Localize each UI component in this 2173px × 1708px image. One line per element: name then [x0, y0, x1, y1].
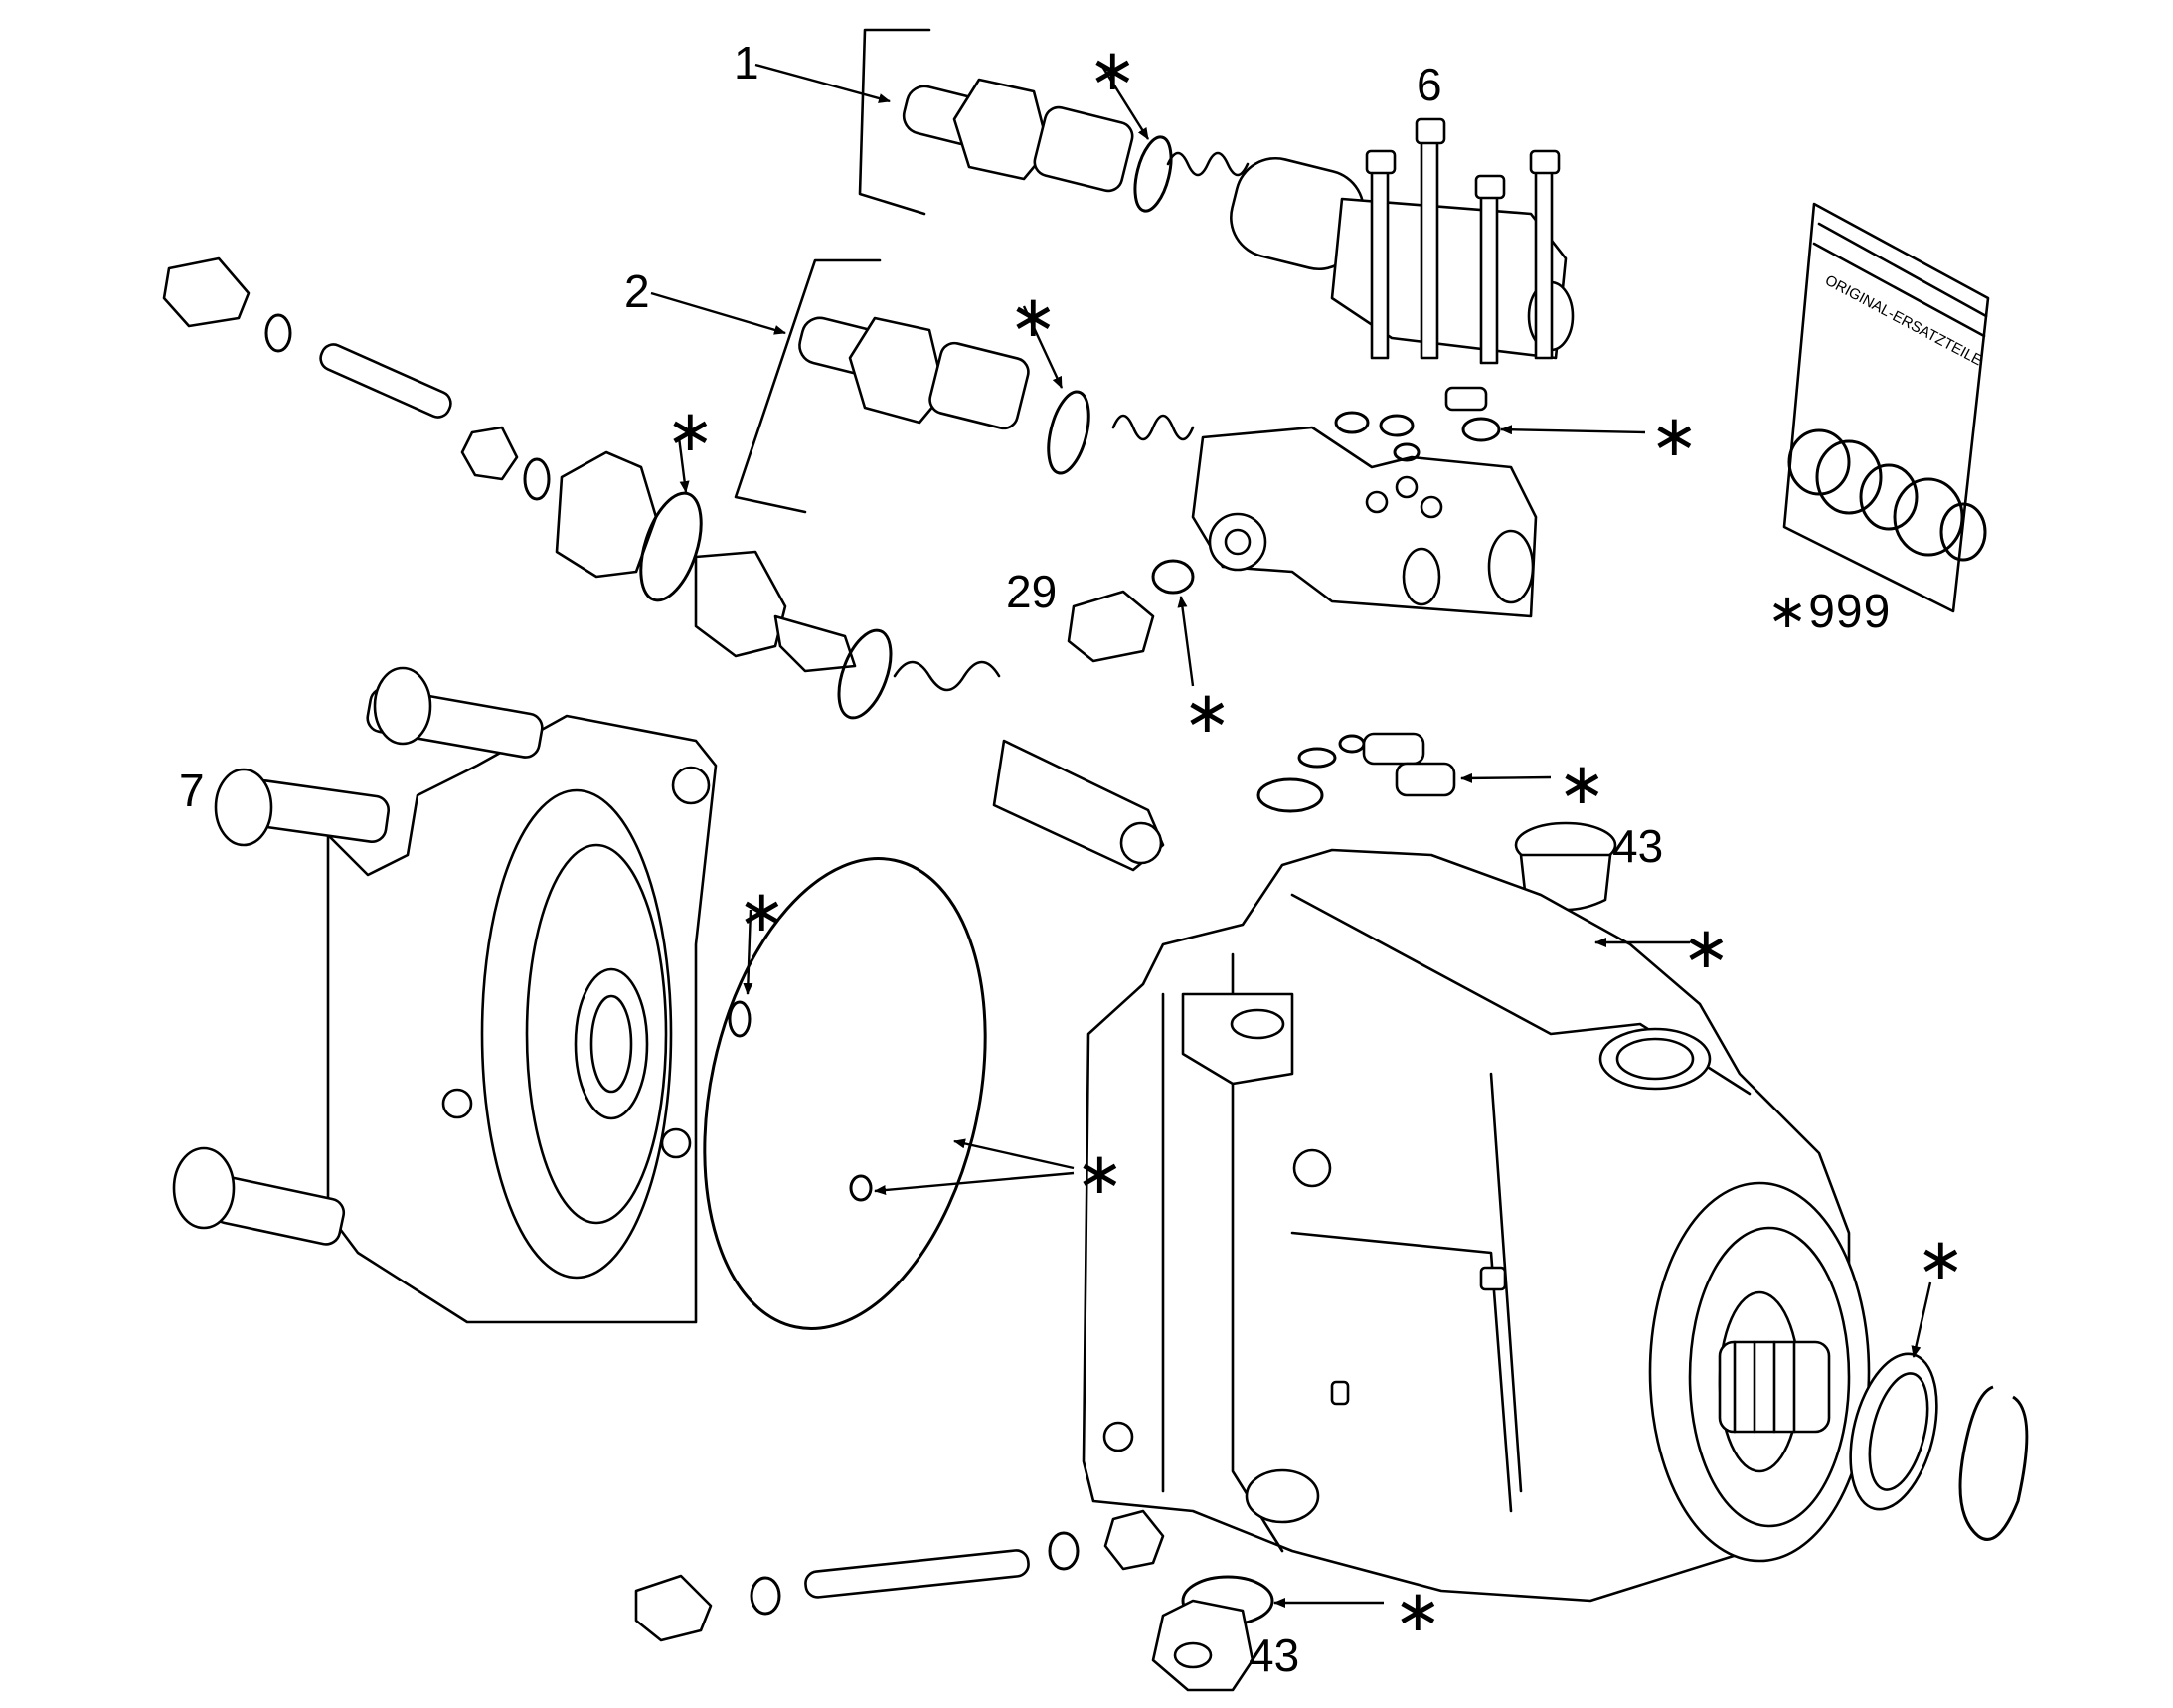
seal-marker-1: ∗: [1088, 38, 1137, 102]
callout-7: 7: [179, 765, 205, 816]
callout-43-bottom: 43: [1249, 1629, 1300, 1681]
large-o-ring: [703, 857, 987, 1330]
seal-marker-11: ∗: [1394, 1579, 1442, 1643]
linkage-parts-lower: [634, 1509, 1165, 1642]
callout-kit-999: ∗999: [1767, 586, 1892, 638]
main-pump-housing: [1082, 848, 1871, 1603]
bracket-2: [734, 258, 882, 514]
seal-rings-top: [1334, 411, 1501, 462]
leader-arrows: [650, 63, 1932, 1608]
seal-marker-8: ∗: [1682, 916, 1731, 980]
seal-kit-bag: [1782, 202, 1990, 613]
seal-marker-10: ∗: [1917, 1227, 1965, 1291]
seal-marker-3: ∗: [666, 399, 715, 463]
plug-43-bottom: [1151, 1575, 1274, 1692]
seal-rings-housing-top: [1256, 732, 1456, 813]
callout-6: 6: [1417, 59, 1442, 110]
callout-29: 29: [1006, 566, 1058, 617]
nut-29: [1067, 590, 1155, 663]
bracket-1: [858, 28, 931, 216]
seal-marker-9: ∗: [1076, 1141, 1124, 1206]
callout-1: 1: [734, 37, 759, 88]
seal-marker-4: ∗: [1650, 404, 1699, 468]
linkage-parts-upper: [162, 256, 1165, 872]
port-plate-housing: [326, 714, 718, 1324]
seal-marker-2: ∗: [1009, 284, 1058, 349]
callout-2: 2: [624, 265, 650, 317]
seal-marker-6: ∗: [1558, 752, 1606, 816]
seal-marker-5: ∗: [1183, 680, 1232, 745]
valve-assembly-2: [734, 258, 1538, 618]
callout-43-top: 43: [1612, 820, 1664, 872]
circlip: [1958, 1385, 2029, 1541]
small-o-ring-left: [728, 1000, 752, 1038]
o-ring-29: [1151, 559, 1195, 595]
center-o-ring: [849, 1174, 873, 1202]
screws-7: [172, 666, 544, 1246]
seal-marker-7: ∗: [738, 879, 786, 943]
valve-assembly-1: [858, 28, 1575, 412]
